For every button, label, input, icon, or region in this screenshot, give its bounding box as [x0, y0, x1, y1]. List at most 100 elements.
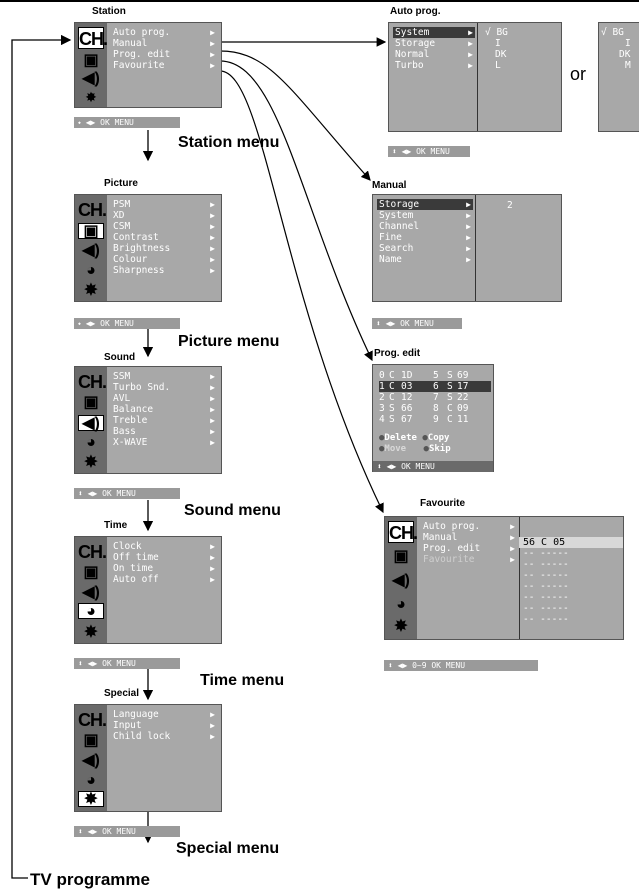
menu-item-turbo-snd[interactable]: Turbo Snd.▶ [113, 382, 215, 393]
menu-item-brightness[interactable]: Brightness▶ [113, 243, 215, 254]
menu-item-sharpness[interactable]: Sharpness▶ [113, 265, 215, 276]
menu-item-auto-prog[interactable]: Auto prog.▶ [423, 521, 515, 532]
speaker-icon[interactable]: ◀) [82, 584, 100, 601]
favourite-entry[interactable]: -- ----- [523, 548, 569, 559]
clock-icon[interactable]: ◕ [86, 434, 96, 451]
speaker-icon[interactable]: ◀) [82, 242, 100, 259]
menu-item-child-lock[interactable]: Child lock▶ [113, 731, 215, 742]
menu-item-auto-prog[interactable]: Auto prog.▶ [113, 27, 215, 38]
copy-action[interactable]: Copy [427, 433, 450, 443]
favourite-entry[interactable]: -- ----- [523, 559, 569, 570]
special-star-icon[interactable]: ✸ [84, 454, 98, 471]
special-star-icon[interactable]: ✸ [84, 624, 98, 641]
menu-item-storage[interactable]: Storage▶ [377, 199, 473, 210]
clock-icon[interactable]: ◕ [86, 88, 96, 105]
menu-item-colour[interactable]: Colour▶ [113, 254, 215, 265]
menu-item-language[interactable]: Language▶ [113, 709, 215, 720]
menu-item-contrast[interactable]: Contrast▶ [113, 232, 215, 243]
favourite-entry[interactable]: -- ----- [523, 614, 569, 625]
menu-item-avl[interactable]: AVL▶ [113, 393, 215, 404]
speaker-icon[interactable]: ◀) [392, 572, 410, 589]
alt-option-dk[interactable]: DK [619, 49, 631, 60]
menu-item-clock[interactable]: Clock▶ [113, 541, 215, 552]
alt-option-m[interactable]: M [625, 60, 631, 71]
ch-icon[interactable]: CH. [78, 710, 107, 730]
ch-icon[interactable]: CH. [78, 542, 107, 562]
menu-item-channel[interactable]: Channel▶ [379, 221, 471, 232]
move-action[interactable]: Move [384, 444, 407, 454]
osd-sidebar: CH. ▣ ◀) ◕ ✸ [75, 537, 107, 643]
special-star-icon[interactable]: ✸ [84, 282, 98, 299]
favourite-entry[interactable]: -- ----- [523, 603, 569, 614]
system-option-bg[interactable]: √ BG [485, 27, 508, 38]
tv-picture-icon[interactable]: ▣ [393, 548, 409, 565]
favourite-entry[interactable]: -- ----- [523, 570, 569, 581]
favourite-entry[interactable]: 56 C 05 [519, 537, 623, 548]
menu-item-csm[interactable]: CSM▶ [113, 221, 215, 232]
alt-option-i[interactable]: I [625, 38, 631, 49]
menu-item-bass[interactable]: Bass▶ [113, 426, 215, 437]
menu-item-treble[interactable]: Treble▶ [113, 415, 215, 426]
delete-action[interactable]: Delete [384, 433, 417, 443]
clock-icon[interactable]: ◕ [396, 596, 406, 613]
menu-item-name[interactable]: Name▶ [379, 254, 471, 265]
alt-option-bg[interactable]: √ BG [601, 27, 624, 38]
special-star-icon[interactable]: ✸ [85, 89, 97, 105]
tv-picture-icon[interactable]: ▣ [83, 52, 99, 69]
programme-cell: 1D [401, 370, 413, 381]
menu-item-storage[interactable]: Storage▶ [395, 38, 473, 49]
time-menu-caption: Time menu [200, 672, 285, 689]
special-star-icon[interactable]: ✸ [78, 791, 104, 808]
menu-item-manual[interactable]: Manual▶ [423, 532, 515, 543]
manual-key-hints: ⬍ ◀▶ OK MENU [372, 318, 462, 329]
system-option-dk[interactable]: DK [495, 49, 507, 60]
menu-item-psm[interactable]: PSM▶ [113, 199, 215, 210]
tv-picture-icon[interactable]: ▣ [78, 223, 104, 240]
menu-item-balance[interactable]: Balance▶ [113, 404, 215, 415]
menu-item-input[interactable]: Input▶ [113, 720, 215, 731]
favourite-entry[interactable]: -- ----- [523, 592, 569, 603]
system-option-i[interactable]: I [495, 38, 501, 49]
menu-item-manual[interactable]: Manual▶ [113, 38, 215, 49]
menu-item-system[interactable]: System▶ [379, 210, 471, 221]
speaker-icon[interactable]: ◀) [82, 70, 100, 87]
ch-icon[interactable]: CH. [78, 372, 107, 392]
tv-picture-icon[interactable]: ▣ [83, 732, 99, 749]
clock-icon[interactable]: ◕ [86, 262, 96, 279]
menu-item-on-time[interactable]: On time▶ [113, 563, 215, 574]
ch-icon[interactable]: CH. [78, 200, 107, 220]
clock-icon[interactable]: ◕ [78, 603, 104, 620]
menu-item-prog-edit[interactable]: Prog. edit▶ [423, 543, 515, 554]
ch-icon[interactable]: CH. [388, 521, 418, 543]
favourite-osd-menu: CH. ▣ ◀) ◕ ✸ Auto prog.▶ Manual▶ Prog. e… [384, 516, 624, 640]
menu-item-ssm[interactable]: SSM▶ [113, 371, 215, 382]
clock-icon[interactable]: ◕ [86, 772, 96, 789]
speaker-icon[interactable]: ◀) [78, 415, 104, 432]
tv-picture-icon[interactable]: ▣ [83, 564, 99, 581]
menu-item-normal[interactable]: Normal▶ [395, 49, 473, 60]
menu-item-off-time[interactable]: Off time▶ [113, 552, 215, 563]
menu-item-x-wave[interactable]: X-WAVE▶ [113, 437, 215, 448]
speaker-icon[interactable]: ◀) [82, 752, 100, 769]
menu-item-prog-edit[interactable]: Prog. edit▶ [113, 49, 215, 60]
column-divider [477, 23, 478, 131]
tv-picture-icon[interactable]: ▣ [83, 394, 99, 411]
menu-item-auto-off[interactable]: Auto off▶ [113, 574, 215, 585]
favourite-entry[interactable]: -- ----- [523, 581, 569, 592]
menu-item-search[interactable]: Search▶ [379, 243, 471, 254]
menu-item-favourite[interactable]: Favourite▶ [113, 60, 215, 71]
ch-icon[interactable]: CH. [78, 27, 108, 49]
special-star-icon[interactable]: ✸ [394, 618, 408, 635]
menu-item-xd[interactable]: XD▶ [113, 210, 215, 221]
system-option-l[interactable]: L [495, 60, 501, 71]
menu-item-favourite[interactable]: Favourite▶ [423, 554, 515, 565]
menu-item-system[interactable]: System▶ [393, 27, 475, 38]
menu-item-fine[interactable]: Fine▶ [379, 232, 471, 243]
menu-item-turbo[interactable]: Turbo▶ [395, 60, 473, 71]
skip-action[interactable]: Skip [428, 444, 451, 454]
